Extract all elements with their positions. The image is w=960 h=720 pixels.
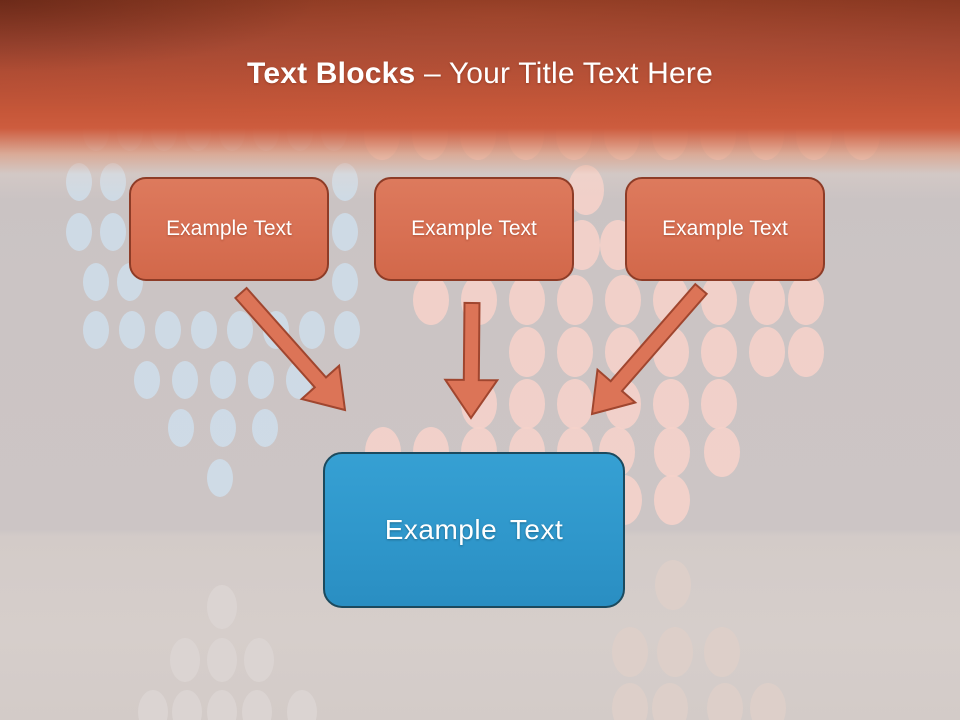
text-block-1[interactable]: Example Text — [129, 177, 329, 281]
text-block-2[interactable]: Example Text — [374, 177, 574, 281]
header-band — [0, 0, 960, 200]
result-block-label: Example Text — [384, 514, 564, 545]
text-block-2-label: Example Text — [411, 217, 537, 240]
text-block-1-label: Example Text — [166, 217, 292, 240]
result-block[interactable]: Example Text — [323, 452, 625, 608]
title-regular-text: Your Title Text Here — [448, 57, 713, 90]
text-block-3-label: Example Text — [662, 217, 788, 240]
title-bold-text: Text Blocks — [247, 57, 416, 90]
slide-title: Text Blocks – Your Title Text Here — [0, 54, 960, 94]
title-separator: – — [423, 57, 441, 90]
text-block-3[interactable]: Example Text — [625, 177, 825, 281]
